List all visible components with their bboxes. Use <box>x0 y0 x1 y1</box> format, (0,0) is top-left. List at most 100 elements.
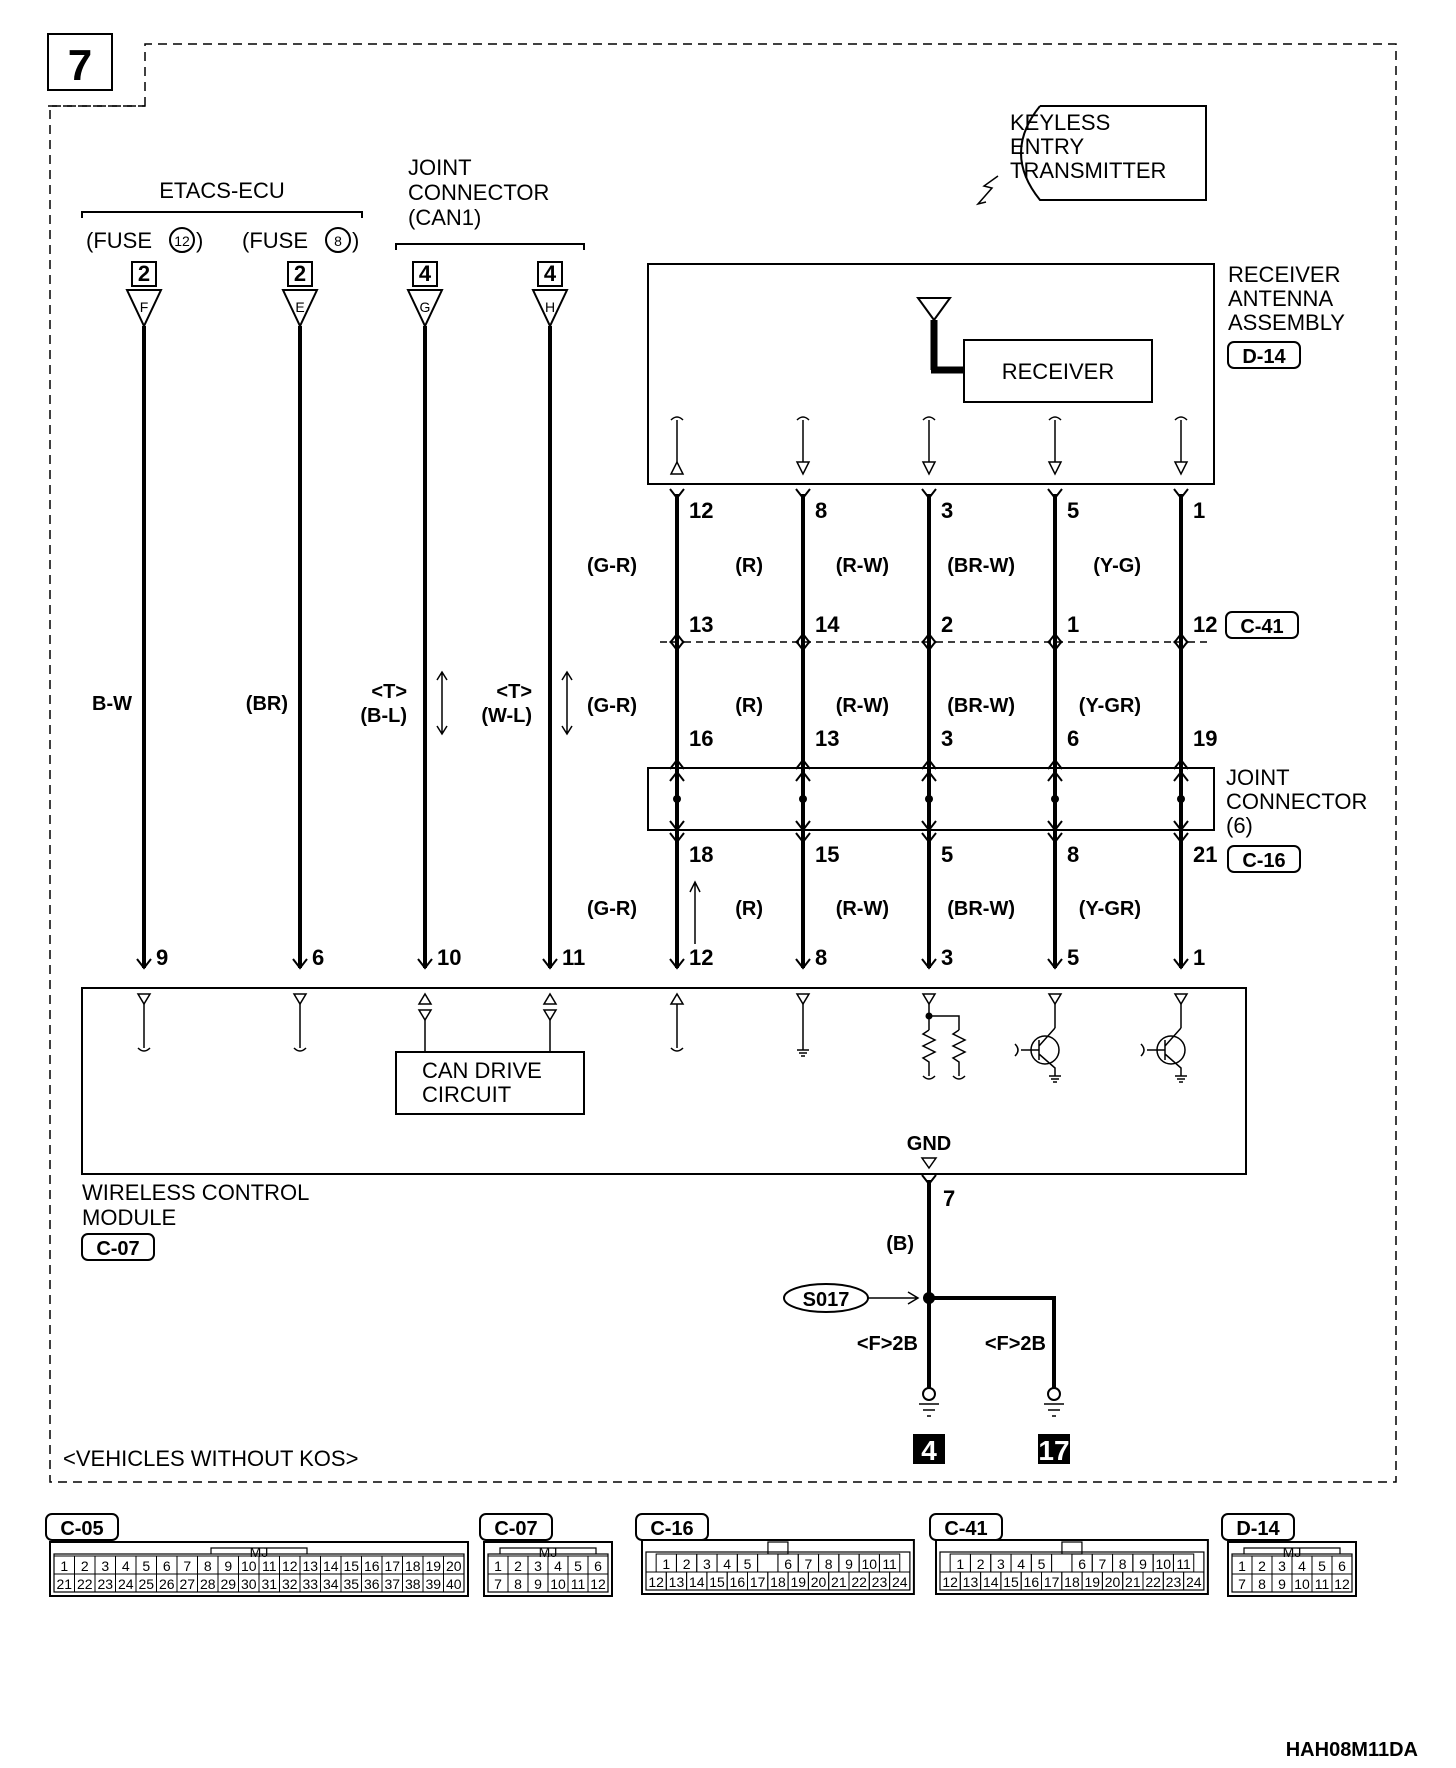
connector-terminal <box>1173 632 1189 644</box>
connector-pin-number: 3 <box>1278 1558 1286 1574</box>
receiver-assembly-label: ANTENNA <box>1228 286 1333 311</box>
joint-terminal <box>669 770 685 782</box>
module-pin-terminal <box>542 958 558 970</box>
pin-number: 15 <box>815 842 839 867</box>
connector-terminal <box>1173 640 1189 652</box>
connector-terminal <box>921 640 937 652</box>
connector-cavity <box>443 1573 465 1593</box>
receiver-assembly-code: D-14 <box>1227 341 1301 369</box>
joint-terminal <box>669 832 685 844</box>
input-terminal <box>417 1009 433 1022</box>
receiver-assembly-label: RECEIVER <box>1228 262 1340 287</box>
connector-pin-number: 4 <box>554 1558 562 1574</box>
ground-eyelet <box>1047 1387 1061 1401</box>
connector-wedge <box>406 289 444 329</box>
pin-number: 14 <box>815 612 840 637</box>
circuit-number: 2 <box>138 261 150 286</box>
connector-pin-number: 12 <box>282 1558 298 1574</box>
harness-columns: JOINTCONNECTOR(6)C-16C-4112(G-R)13(G-R)1… <box>587 416 1367 970</box>
connector-pin-number: 5 <box>1038 1556 1046 1572</box>
wire-color: (Y-G) <box>1093 555 1141 577</box>
can-drive-label: CAN DRIVE <box>422 1058 542 1083</box>
fuse-close: ) <box>352 228 359 253</box>
splice-pointer <box>868 1291 920 1305</box>
etacs-brace <box>81 211 363 218</box>
joint-terminal <box>669 820 685 832</box>
connector-pin-number: 1 <box>956 1556 964 1572</box>
joint-terminal <box>1047 758 1063 770</box>
connector-pin-number: 38 <box>405 1576 421 1592</box>
connector-pin-number: 5 <box>574 1558 582 1574</box>
connector-code-outline <box>1225 611 1299 639</box>
fuse-close: ) <box>196 228 203 253</box>
connector-pin-number: 25 <box>138 1576 154 1592</box>
antenna-symbol <box>916 297 952 322</box>
connector-pin-number: 32 <box>282 1576 298 1592</box>
footnote-text: <VEHICLES WITHOUT KOS> <box>63 1446 358 1471</box>
pin-number: 21 <box>1193 842 1217 867</box>
joint-splice-dot <box>925 795 933 803</box>
connector-pin-number: 31 <box>261 1576 277 1592</box>
connector-code-text: C-05 <box>60 1518 103 1540</box>
connector-pin-number: 21 <box>56 1576 72 1592</box>
wire-color: (G-R) <box>587 898 637 920</box>
wire-color: (BR) <box>246 693 288 715</box>
module-label: MODULE <box>82 1205 176 1230</box>
connector-pin-number: 14 <box>323 1558 339 1574</box>
wire-color: (Y-GR) <box>1079 898 1141 920</box>
wire-color: (R) <box>735 695 763 717</box>
connector-pin-number: 20 <box>1105 1574 1121 1590</box>
connector-pin-number: 11 <box>1176 1556 1191 1572</box>
connector-latch <box>1243 1547 1341 1554</box>
radio-signal-bolt <box>975 175 999 206</box>
receiver-pin-terminal <box>795 488 811 500</box>
ground-ref-a: 4 <box>921 1435 937 1466</box>
connector-pin-number: 7 <box>183 1558 191 1574</box>
module-pin-terminal <box>669 958 685 970</box>
receiver-pin-terminal <box>1173 488 1189 500</box>
pin-number: 12 <box>689 498 713 523</box>
connector-pin-number: 9 <box>224 1558 232 1574</box>
receiver-assembly-box <box>647 263 1215 485</box>
transmitter-outline <box>1020 105 1207 201</box>
connector-pin-number: 22 <box>77 1576 93 1592</box>
internal-arrow-in <box>1173 461 1189 476</box>
connector-pin-number: 19 <box>790 1574 806 1590</box>
connector-view-code: C-07 <box>479 1513 553 1541</box>
can-joint-brace <box>395 243 585 250</box>
input-terminal <box>1047 993 1063 1006</box>
connector-c41-code: C-41 <box>1225 611 1299 639</box>
transistor-driver <box>1140 993 1189 1083</box>
connector-terminal <box>921 632 937 644</box>
connector-pin-number: 24 <box>1186 1574 1202 1590</box>
pin-number: 8 <box>1067 842 1079 867</box>
connector-pin-number: 10 <box>241 1558 257 1574</box>
connector-pin-number: 35 <box>343 1576 359 1592</box>
connector-pin-number: 8 <box>514 1576 522 1592</box>
connector-pin-number: 14 <box>689 1574 705 1590</box>
fuse-label: (FUSE <box>86 228 152 253</box>
ground-ref-box <box>1038 1434 1070 1464</box>
ground-point-label: <F>2B <box>985 1333 1046 1355</box>
pin-number: 18 <box>689 842 713 867</box>
pin-number: 3 <box>941 498 953 523</box>
connector-pin-number: 16 <box>730 1574 746 1590</box>
connector-pin-number: 6 <box>1078 1556 1086 1572</box>
module-label: WIRELESS CONTROL <box>82 1180 309 1205</box>
joint-terminal <box>1173 770 1189 782</box>
connector-code-outline <box>1221 1513 1295 1541</box>
connector-letter: G <box>420 299 431 315</box>
connector-pin-number: 24 <box>118 1576 134 1592</box>
connector-pin-number: 29 <box>220 1576 236 1592</box>
circuit-number-box <box>412 261 438 287</box>
ground-symbol <box>1044 1403 1064 1417</box>
internal-arrow-in <box>795 461 811 476</box>
connector-blank-cavity <box>1051 1553 1073 1573</box>
ground-branch-wire <box>929 1296 1056 1388</box>
connector-pin-number: 12 <box>942 1574 958 1590</box>
joint-splice-dot <box>673 795 681 803</box>
